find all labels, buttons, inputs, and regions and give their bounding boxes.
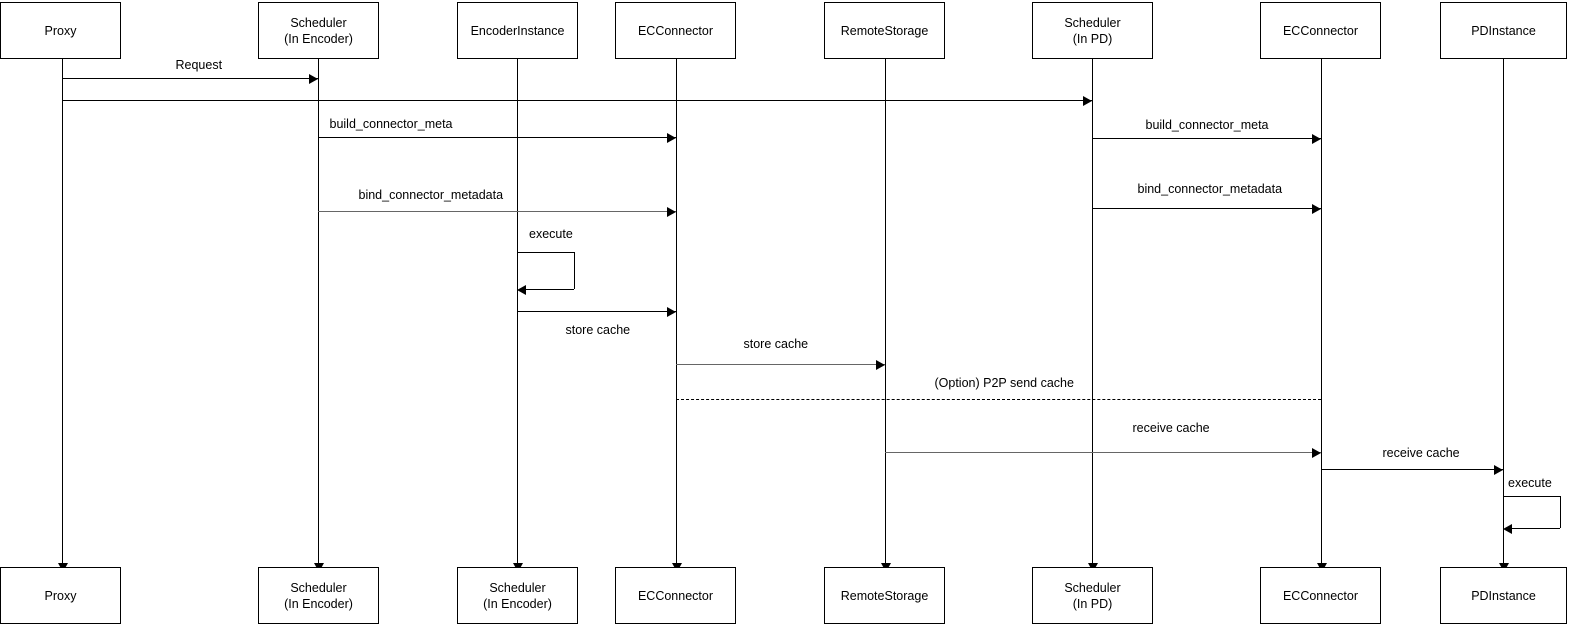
lifeline-proxy (62, 59, 63, 563)
message-line-build-connector-meta-pd (1092, 138, 1321, 139)
message-label-receive-cache-remote: receive cache (1132, 421, 1210, 435)
message-label-bind-connector-meta-enc: bind_connector_metadata (358, 188, 504, 202)
message-label-request: Request (175, 58, 223, 72)
message-line-store-cache-remote (676, 364, 885, 366)
selfloop-arrowhead-execute-encoder (517, 285, 526, 295)
selfloop-top-execute-pdinstance (1503, 496, 1560, 497)
message-line-request (62, 78, 318, 79)
participant-header-scheduler-encoder[interactable]: Scheduler (In Encoder) (258, 2, 379, 59)
message-line-proxy-to-scheduler-pd (62, 100, 1092, 101)
participant-footer-pd-instance[interactable]: PDInstance (1440, 567, 1567, 624)
message-arrowhead-receive-cache-remote (1312, 448, 1321, 458)
participant-footer-ec-connector-enc[interactable]: ECConnector (615, 567, 736, 624)
message-arrowhead-store-cache-enc (667, 307, 676, 317)
message-line-receive-cache-pd (1321, 469, 1503, 470)
participant-header-encoder-instance[interactable]: EncoderInstance (457, 2, 578, 59)
lifeline-pd-instance (1503, 59, 1504, 563)
lifeline-ec-connector-pd (1321, 59, 1322, 563)
participant-header-ec-connector-enc[interactable]: ECConnector (615, 2, 736, 59)
participant-header-ec-connector-pd[interactable]: ECConnector (1260, 2, 1381, 59)
lifeline-ec-connector-enc (676, 59, 677, 563)
selfloop-right-execute-pdinstance (1560, 496, 1561, 528)
message-arrowhead-build-connector-meta-pd (1312, 134, 1321, 144)
lifeline-scheduler-pd (1092, 59, 1093, 563)
participant-footer-encoder-instance[interactable]: Scheduler (In Encoder) (457, 567, 578, 624)
participant-header-scheduler-pd[interactable]: Scheduler (In PD) (1032, 2, 1153, 59)
participant-footer-scheduler-encoder[interactable]: Scheduler (In Encoder) (258, 567, 379, 624)
selfloop-arrowhead-execute-pdinstance (1503, 524, 1512, 534)
message-arrowhead-bind-connector-meta-enc (667, 207, 676, 217)
message-arrowhead-receive-cache-pd (1494, 465, 1503, 475)
message-line-p2p-send-cache (676, 399, 1321, 400)
participant-header-proxy[interactable]: Proxy (0, 2, 121, 59)
participant-footer-scheduler-pd[interactable]: Scheduler (In PD) (1032, 567, 1153, 624)
message-arrowhead-request (309, 74, 318, 84)
message-label-bind-connector-meta-pd: bind_connector_metadata (1137, 182, 1283, 196)
message-line-store-cache-enc (517, 311, 676, 312)
message-line-receive-cache-remote (885, 452, 1321, 454)
selfloop-right-execute-encoder (574, 252, 575, 289)
message-label-build-connector-meta-enc: build_connector_meta (329, 117, 453, 131)
message-line-bind-connector-meta-enc (318, 211, 676, 213)
selfloop-bottom-execute-pdinstance (1512, 528, 1560, 529)
message-label-store-cache-remote: store cache (743, 337, 809, 351)
message-arrowhead-bind-connector-meta-pd (1312, 204, 1321, 214)
participant-header-pd-instance[interactable]: PDInstance (1440, 2, 1567, 59)
lifeline-remote-storage (885, 59, 886, 563)
message-line-build-connector-meta-enc (318, 137, 676, 138)
participant-footer-proxy[interactable]: Proxy (0, 567, 121, 624)
participant-footer-ec-connector-pd[interactable]: ECConnector (1260, 567, 1381, 624)
message-line-bind-connector-meta-pd (1092, 208, 1321, 209)
message-arrowhead-build-connector-meta-enc (667, 133, 676, 143)
participant-header-remote-storage[interactable]: RemoteStorage (824, 2, 945, 59)
message-label-build-connector-meta-pd: build_connector_meta (1145, 118, 1269, 132)
message-label-store-cache-enc: store cache (565, 323, 631, 337)
selfloop-bottom-execute-encoder (526, 289, 574, 290)
selfloop-top-execute-encoder (517, 252, 574, 253)
selfloop-label-execute-pdinstance: execute (1508, 476, 1552, 490)
message-arrowhead-store-cache-remote (876, 360, 885, 370)
message-arrowhead-proxy-to-scheduler-pd (1083, 96, 1092, 106)
participant-footer-remote-storage[interactable]: RemoteStorage (824, 567, 945, 624)
message-label-p2p-send-cache: (Option) P2P send cache (934, 376, 1074, 390)
selfloop-label-execute-encoder: execute (529, 227, 573, 241)
message-label-receive-cache-pd: receive cache (1382, 446, 1460, 460)
lifeline-scheduler-encoder (318, 59, 319, 563)
